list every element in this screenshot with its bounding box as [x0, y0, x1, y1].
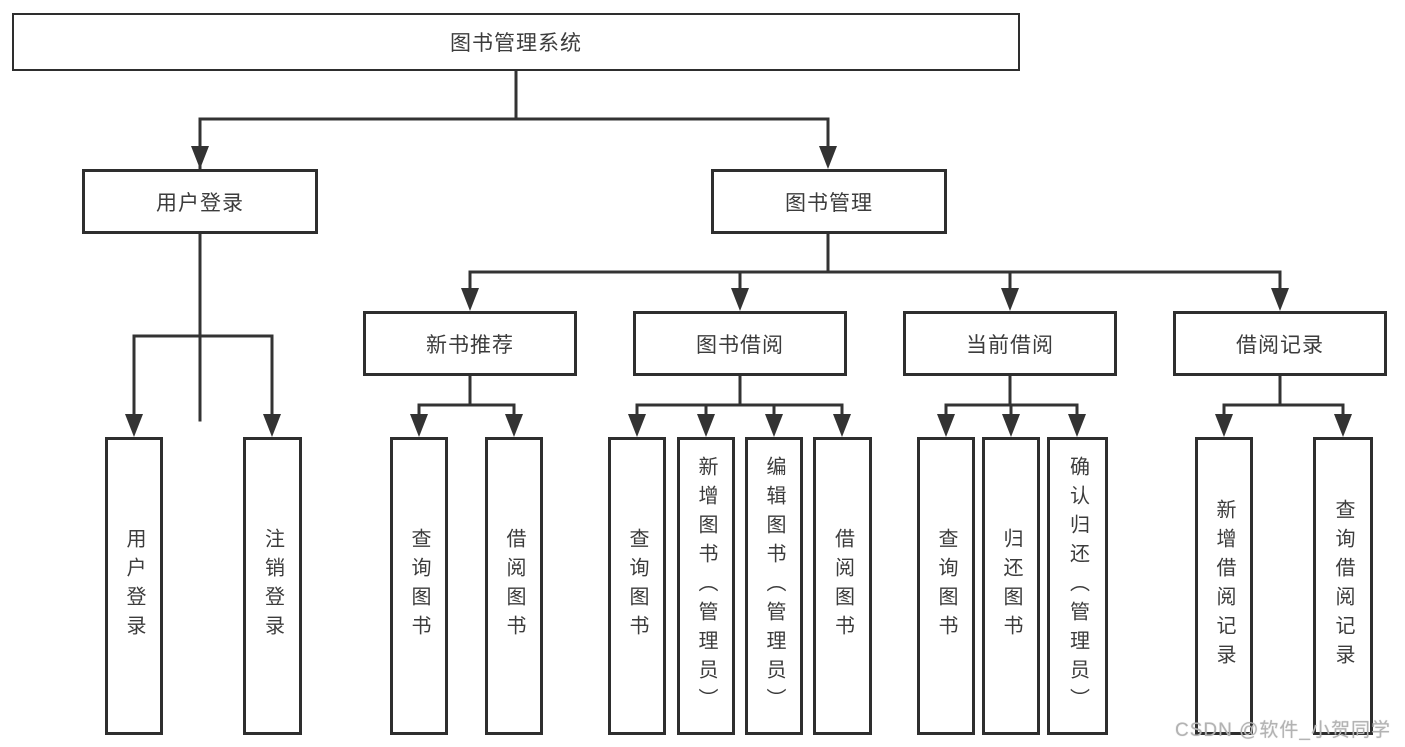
leaf-return-book: 归还图书: [982, 437, 1040, 735]
leaf-label: 查询图书: [935, 528, 957, 644]
leaf-label: 查询借阅记录: [1332, 499, 1354, 673]
csdn-watermark: CSDN @软件_小贺同学: [1175, 720, 1391, 741]
leaf-add-book-admin: 新增图书（管理员）: [677, 437, 735, 735]
leaf-label: 新增图书（管理员）: [695, 455, 717, 717]
node-book-management: 图书管理: [711, 169, 947, 234]
leaf-logout: 注销登录: [243, 437, 302, 735]
leaf-query-book-borrowing: 查询图书: [608, 437, 666, 735]
node-library-management-system: 图书管理系统: [12, 13, 1020, 71]
leaf-label: 确认归还（管理员）: [1066, 455, 1089, 717]
node-label: 新书推荐: [426, 333, 514, 357]
node-label: 图书管理: [785, 191, 873, 215]
leaf-label: 用户登录: [123, 528, 145, 644]
leaf-label: 编辑图书（管理员）: [763, 455, 785, 717]
node-label: 图书管理系统: [450, 32, 582, 55]
node-label: 用户登录: [156, 191, 244, 215]
node-label: 借阅记录: [1236, 333, 1324, 357]
leaf-borrow-book-recommend: 借阅图书: [485, 437, 543, 735]
leaf-label: 借阅图书: [831, 528, 854, 644]
leaf-label: 借阅图书: [503, 528, 525, 644]
leaf-label: 注销登录: [261, 528, 284, 644]
leaf-borrow-book-borrowing: 借阅图书: [813, 437, 872, 735]
leaf-label: 归还图书: [1000, 528, 1022, 644]
node-book-borrowing: 图书借阅: [633, 311, 847, 376]
node-borrowing-records: 借阅记录: [1173, 311, 1387, 376]
leaf-query-book-recommend: 查询图书: [390, 437, 448, 735]
leaf-label: 查询图书: [408, 528, 430, 644]
leaf-query-borrow-record: 查询借阅记录: [1313, 437, 1373, 735]
leaf-label: 查询图书: [626, 528, 648, 644]
node-new-book-recommend: 新书推荐: [363, 311, 577, 376]
leaf-query-book-current: 查询图书: [917, 437, 975, 735]
leaf-edit-book-admin: 编辑图书（管理员）: [745, 437, 803, 735]
leaf-user-login: 用户登录: [105, 437, 163, 735]
node-user-login: 用户登录: [82, 169, 318, 234]
leaf-confirm-return-admin: 确认归还（管理员）: [1047, 437, 1108, 735]
node-label: 当前借阅: [966, 333, 1054, 357]
leaf-label: 新增借阅记录: [1213, 499, 1235, 673]
node-current-borrowing: 当前借阅: [903, 311, 1117, 376]
leaf-add-borrow-record: 新增借阅记录: [1195, 437, 1253, 735]
node-label: 图书借阅: [696, 333, 784, 357]
